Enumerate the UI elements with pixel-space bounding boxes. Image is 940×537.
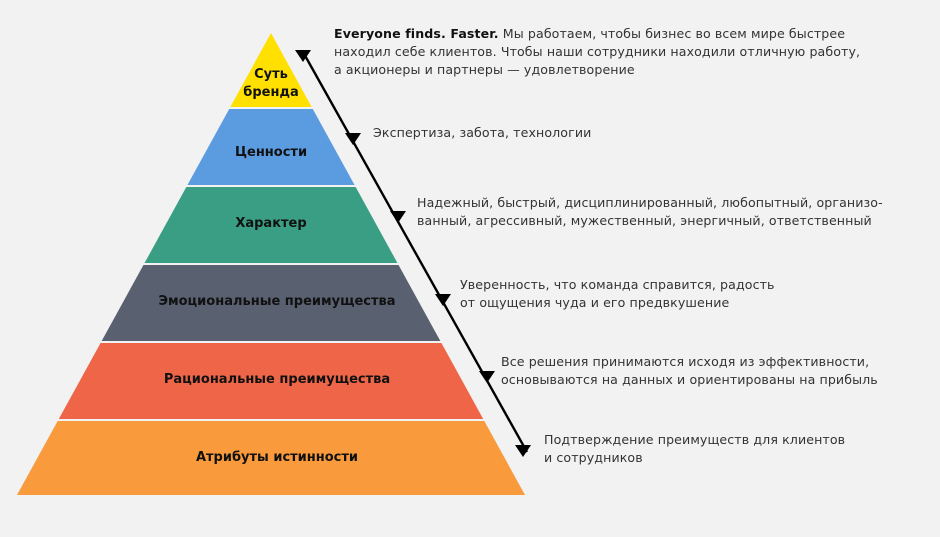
pyramid-layer-values (187, 109, 355, 185)
connector-line (301, 51, 529, 453)
layer-description-attributes: Подтверждение преимуществ для клиентов и … (544, 431, 845, 467)
desc-line: ванный, агрессивный, мужественный, энерг… (417, 213, 872, 228)
desc-line: Уверенность, что команда справится, радо… (460, 277, 775, 292)
arrow-marker-icon (390, 211, 406, 223)
desc-line: и сотрудников (544, 450, 643, 465)
label-line: бренда (243, 85, 299, 100)
pyramid-layer-character (144, 187, 398, 263)
layer-label-rational: Рациональные преимущества (163, 372, 391, 387)
desc-line: Мы работаем, чтобы бизнес во всем мире б… (498, 26, 846, 41)
layer-label-attributes: Атрибуты истинности (195, 450, 359, 465)
layer-label-character: Характер (235, 216, 307, 231)
arrow-marker-icon (515, 445, 531, 457)
layer-description-values: Экспертиза, забота, технологии (373, 124, 591, 142)
pyramid-layer-rational (58, 343, 484, 419)
desc-line: Надежный, быстрый, дисциплинированный, л… (417, 195, 883, 210)
layer-label-emotional: Эмоциональные преимущества (158, 294, 396, 309)
layer-description-rational: Все решения принимаются исходя из эффект… (501, 353, 878, 389)
layer-label-brand-essence: Суть бренда (243, 66, 298, 102)
arrow-marker-icon (479, 371, 495, 383)
layer-description-emotional: Уверенность, что команда справится, радо… (460, 276, 775, 312)
arrow-marker-icon (345, 133, 361, 145)
layer-description-character: Надежный, быстрый, дисциплинированный, л… (417, 194, 883, 230)
desc-line: основываются на данных и ориентированы н… (501, 372, 878, 387)
pyramid-layer-emotional (101, 265, 441, 341)
desc-line: от ощущения чуда и его предвкушение (460, 295, 730, 310)
desc-line: находил себе клиентов. Чтобы наши сотруд… (334, 44, 861, 59)
pyramid-layer-attributes (17, 421, 525, 495)
desc-line: Экспертиза, забота, технологии (373, 125, 592, 140)
tagline: Everyone finds. Faster. (334, 26, 499, 41)
arrow-marker-icon (295, 50, 311, 62)
arrow-marker-icon (435, 294, 451, 306)
layer-label-values: Ценности (234, 145, 308, 160)
desc-line: Все решения принимаются исходя из эффект… (501, 354, 870, 369)
label-line: Суть (254, 67, 288, 82)
layer-description-brand-essence: Everyone finds. Faster. Мы работаем, что… (334, 25, 860, 79)
desc-line: а акционеры и партнеры — удовлетворение (334, 62, 635, 77)
desc-line: Подтверждение преимуществ для клиентов (544, 432, 846, 447)
pyramid-layer-brand-essence (230, 33, 312, 107)
